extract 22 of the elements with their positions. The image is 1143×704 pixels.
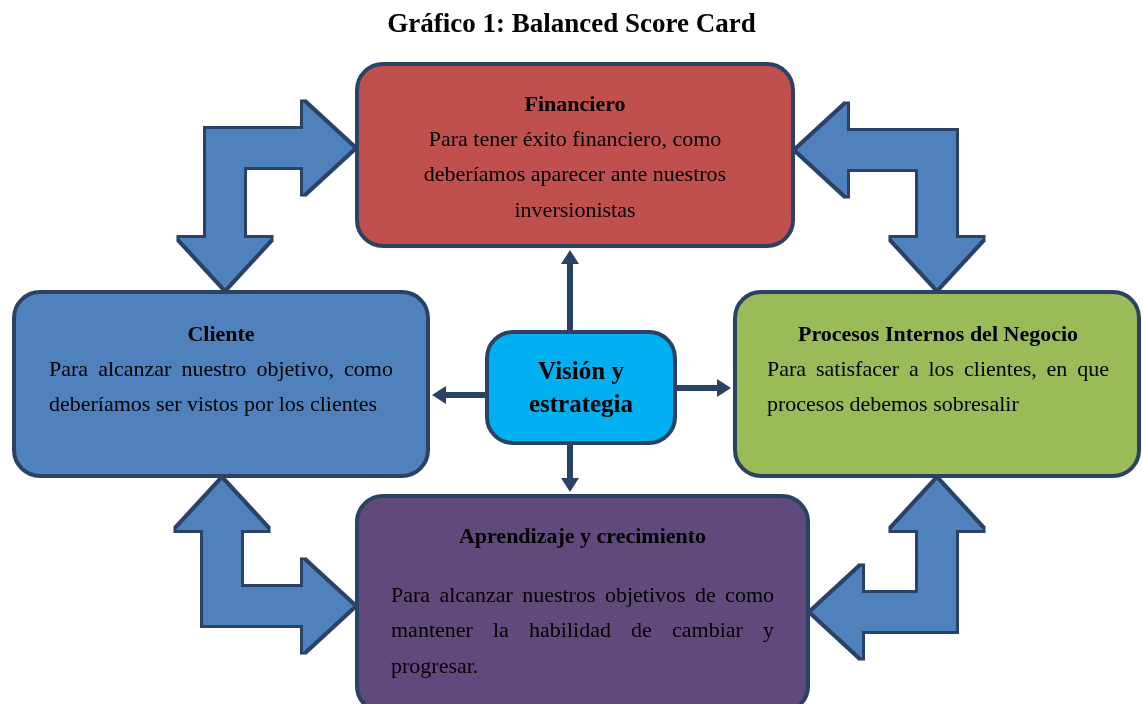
center-label: Visión y estrategia — [527, 356, 635, 419]
arrow — [432, 386, 485, 404]
block-arrow — [176, 480, 353, 652]
perspective-box — [12, 290, 430, 478]
diagram-title: Gráfico 1: Balanced Score Card — [386, 8, 757, 39]
arrow — [677, 379, 731, 397]
center-box — [485, 330, 677, 445]
box-heading: Aprendizaje y crecimiento — [457, 522, 708, 550]
box-text: Para satisfacer a los clientes, en que procesos debemos sobresalir — [767, 355, 1109, 419]
block-arrow — [797, 104, 983, 288]
block-arrow — [812, 480, 983, 658]
box-heading: Financiero — [523, 90, 627, 118]
arrow — [561, 250, 579, 330]
box-text: Para tener éxito financiero, como deberíamos aparecer ante nuestros inversionistas — [422, 125, 728, 224]
perspective-box — [355, 494, 810, 704]
perspective-box — [355, 62, 795, 248]
box-text: Para alcanzar nuestros objetivos de como mantener la habilidad de cambiar y progresar. — [391, 581, 774, 680]
box-heading: Cliente — [186, 320, 256, 348]
box-heading: Procesos Internos del Negocio — [796, 320, 1080, 348]
perspective-box — [733, 290, 1141, 478]
box-text: Para alcanzar nuestro objetivo, como deberíamos ser vistos por los clientes — [49, 355, 393, 419]
arrow — [561, 445, 579, 492]
